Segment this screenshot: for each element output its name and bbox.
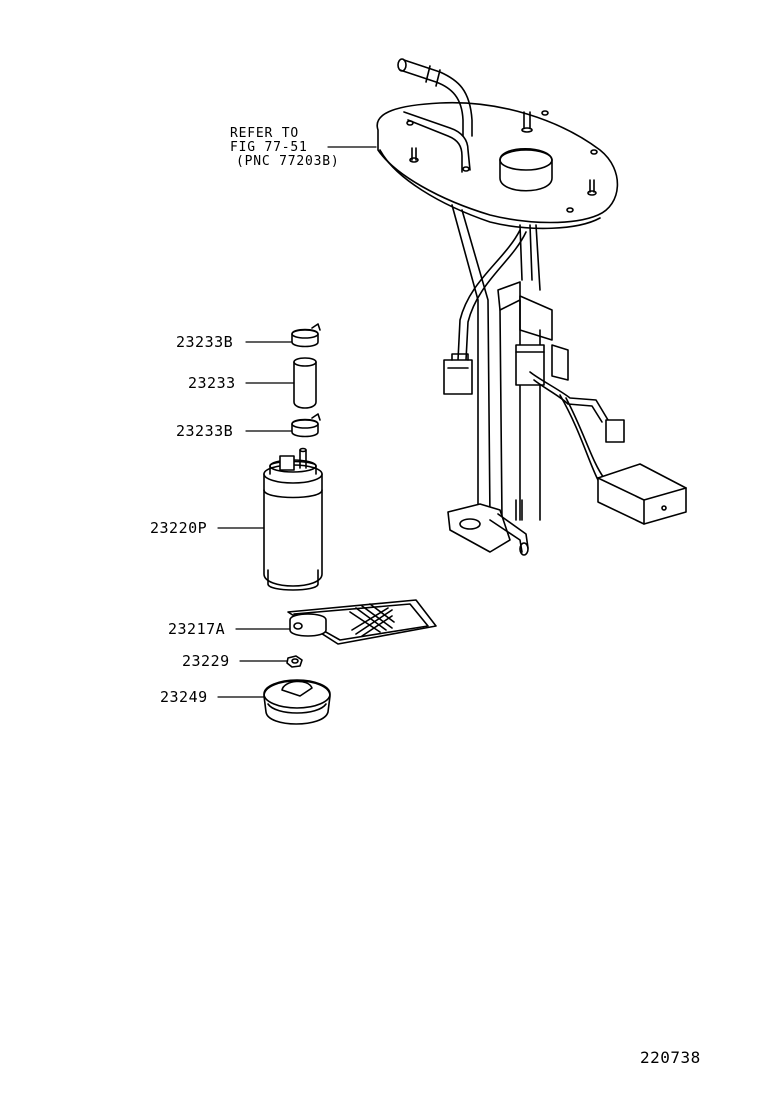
part-label-fuel-pump: 23220P [150, 519, 208, 537]
part-label-hose: 23233 [188, 374, 236, 392]
reference-line-2: FIG 77-51 [230, 140, 308, 155]
part-label-filter: 23217A [168, 620, 226, 638]
reference-note: REFER TO FIG 77-51 (PNC 77203B) [230, 127, 340, 169]
cushion-part [263, 679, 331, 725]
reference-line-3: (PNC 77203B) [236, 154, 340, 169]
part-label-cushion: 23249 [160, 688, 208, 706]
reference-line-1: REFER TO [230, 126, 300, 141]
figure-id: 220738 [640, 1048, 701, 1067]
fuel-sender-assembly [376, 58, 687, 556]
hose-part [293, 357, 317, 409]
clamp-bottom-part [291, 413, 321, 438]
part-label-nut: 23229 [182, 652, 230, 670]
clamp-top-part [291, 323, 321, 348]
part-label-clamp-bottom: 23233B [176, 422, 234, 440]
nut-part [286, 655, 303, 668]
fuel-pump-part [263, 447, 323, 591]
filter-part [287, 599, 437, 645]
part-label-clamp-top: 23233B [176, 333, 234, 351]
